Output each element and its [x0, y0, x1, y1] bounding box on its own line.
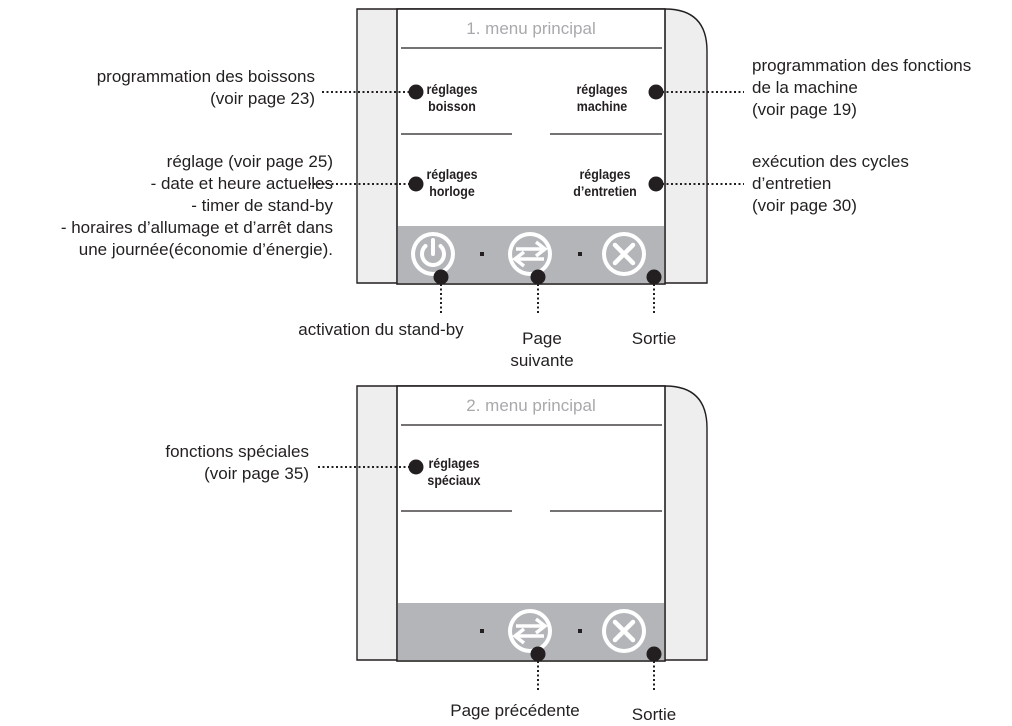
screen-2-title: 2. menu principal [466, 396, 596, 415]
callout-boissons: programmation des boissons (voir page 23… [96, 67, 315, 108]
button-reglages-machine[interactable]: réglages machine [576, 82, 628, 114]
callout-standby: activation du stand-by [298, 320, 464, 339]
callout-machine: programmation des fonctions de la machin… [752, 56, 972, 119]
callout-page-precedente: Page précédente [450, 701, 580, 720]
callout-speciales: fonctions spéciales (voir page 35) [165, 442, 309, 483]
callout-horloge: réglage (voir page 25) - date et heure a… [60, 152, 333, 259]
callout-sortie-2: Sortie [631, 705, 677, 724]
screen-2 [356, 385, 708, 662]
callout-dots [408, 84, 664, 662]
button-reglages-boisson[interactable]: réglages boisson [426, 82, 478, 114]
swap-arrows-icon[interactable] [508, 609, 552, 653]
close-icon[interactable] [602, 609, 646, 653]
button-reglages-entretien[interactable]: réglages d’entretien [573, 167, 637, 199]
callout-sortie-1: Sortie [631, 329, 677, 348]
screen-1 [356, 8, 708, 285]
button-reglages-speciaux[interactable]: réglages spéciaux [427, 456, 481, 488]
leader-lines [309, 91, 744, 690]
swap-arrows-icon[interactable] [508, 232, 552, 276]
callout-page-suivante: Page suivante [510, 329, 574, 370]
screen-1-title: 1. menu principal [466, 19, 596, 38]
power-icon[interactable] [411, 232, 455, 276]
callout-entretien: exécution des cycles d’entretien (voir p… [752, 152, 909, 215]
button-reglages-horloge[interactable]: réglages horloge [426, 167, 478, 199]
close-icon[interactable] [602, 232, 646, 276]
